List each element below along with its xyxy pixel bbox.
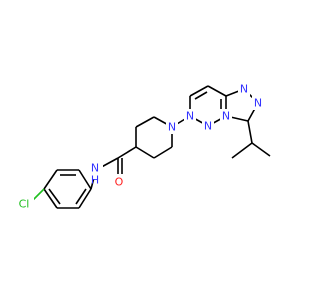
bond	[43, 169, 58, 190]
bond	[189, 85, 209, 97]
atom-label-nh: N	[91, 162, 99, 175]
atom-label-n: N	[240, 83, 248, 96]
bond-double-inner	[194, 91, 208, 100]
atom-label-h: H	[91, 174, 99, 187]
bond-isopropyl-methyl	[231, 142, 253, 159]
bond	[43, 188, 58, 209]
atom-label-n: N	[222, 110, 230, 123]
bond-double-inner	[48, 188, 61, 205]
atom-label-n: N	[204, 120, 212, 133]
bond-triazole-isopropyl	[247, 120, 253, 144]
bond	[78, 169, 92, 190]
bond	[135, 116, 155, 128]
bond	[153, 146, 173, 159]
bond-isopropyl-methyl	[251, 142, 271, 157]
chemical-structure-diagram: Cl N H O N N N N N N	[18, 82, 271, 211]
atom-label-o: O	[115, 176, 124, 189]
atom-label-n: N	[186, 110, 194, 123]
atom-label-n-piperidine: N	[168, 121, 176, 134]
bond	[78, 188, 92, 209]
chlorophenyl-ring	[43, 169, 92, 209]
bond-double-inner	[75, 188, 87, 205]
bond-amide-piperidine	[117, 146, 137, 159]
bond	[135, 146, 155, 159]
atom-label-cl: Cl	[19, 198, 30, 211]
atom-label-n: N	[254, 97, 262, 110]
bond	[207, 85, 227, 97]
